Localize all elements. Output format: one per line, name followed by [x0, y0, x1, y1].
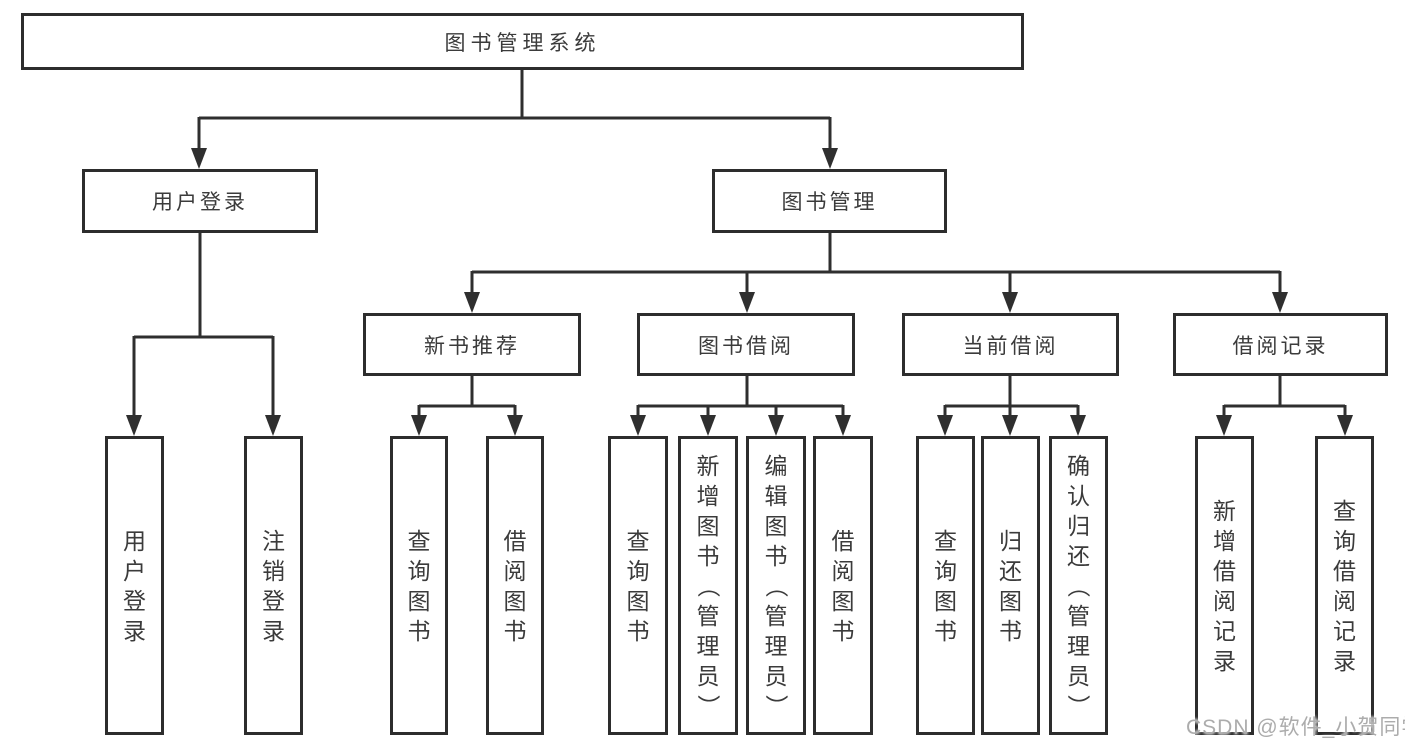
leaf-logout-label: 注销登录 — [262, 527, 285, 644]
leaf-add-borrow-record: 新增借阅记录 — [1195, 436, 1254, 735]
leaf-add-book-admin-label: 新增图书（管理员） — [695, 452, 721, 718]
watermark: CSDN @软件_小贺同学 — [1186, 716, 1405, 739]
connector-book-borrow-branch — [630, 376, 851, 436]
node-new-book-recommend: 新书推荐 — [363, 313, 581, 376]
node-book-borrow-label: 图书借阅 — [698, 334, 794, 358]
node-new-book-recommend-label: 新书推荐 — [424, 334, 520, 358]
node-book-management: 图书管理 — [712, 169, 947, 233]
node-root: 图书管理系统 — [21, 13, 1024, 70]
leaf-borrow-book: 借阅图书 — [813, 436, 873, 735]
leaf-query-book-borrow: 查询图书 — [608, 436, 668, 735]
leaf-borrow-book-label: 借阅图书 — [831, 527, 855, 644]
leaf-edit-book-admin: 编辑图书（管理员） — [746, 436, 806, 735]
leaf-borrow-book-recommend-label: 借阅图书 — [503, 527, 527, 644]
node-book-borrow: 图书借阅 — [637, 313, 855, 376]
leaf-confirm-return-admin: 确认归还（管理员） — [1049, 436, 1108, 735]
leaf-add-borrow-record-label: 新增借阅记录 — [1213, 497, 1236, 674]
node-book-management-label: 图书管理 — [781, 191, 878, 214]
connector-root-branch — [191, 70, 838, 169]
leaf-borrow-book-recommend: 借阅图书 — [486, 436, 544, 735]
connector-new-book-recommend-branch — [411, 376, 523, 436]
leaf-query-borrow-record-label: 查询借阅记录 — [1333, 497, 1356, 674]
leaf-user-login: 用户登录 — [105, 436, 164, 735]
connector-current-borrow-branch — [937, 376, 1086, 436]
leaf-confirm-return-admin-label: 确认归还（管理员） — [1065, 452, 1092, 718]
node-borrow-records: 借阅记录 — [1173, 313, 1388, 376]
leaf-query-book-current-label: 查询图书 — [934, 527, 957, 644]
connector-borrow-records-branch — [1216, 376, 1353, 436]
node-root-label: 图书管理系统 — [444, 31, 601, 55]
leaf-query-book-recommend: 查询图书 — [390, 436, 448, 735]
connector-user-login-branch — [126, 233, 281, 436]
leaf-query-borrow-record: 查询借阅记录 — [1315, 436, 1374, 735]
node-current-borrow-label: 当前借阅 — [962, 334, 1059, 358]
connector-book-management-branch — [464, 233, 1288, 313]
leaf-user-login-label: 用户登录 — [123, 527, 146, 644]
leaf-edit-book-admin-label: 编辑图书（管理员） — [763, 452, 789, 718]
leaf-return-book-label: 归还图书 — [999, 527, 1022, 644]
leaf-add-book-admin: 新增图书（管理员） — [678, 436, 738, 735]
leaf-return-book: 归还图书 — [981, 436, 1040, 735]
leaf-query-book-recommend-label: 查询图书 — [407, 527, 431, 644]
node-user-login: 用户登录 — [82, 169, 318, 233]
leaf-query-book-borrow-label: 查询图书 — [626, 527, 650, 644]
leaf-logout: 注销登录 — [244, 436, 303, 735]
leaf-query-book-current: 查询图书 — [916, 436, 975, 735]
node-current-borrow: 当前借阅 — [902, 313, 1119, 376]
node-borrow-records-label: 借阅记录 — [1232, 334, 1329, 358]
node-user-login-label: 用户登录 — [152, 191, 248, 214]
